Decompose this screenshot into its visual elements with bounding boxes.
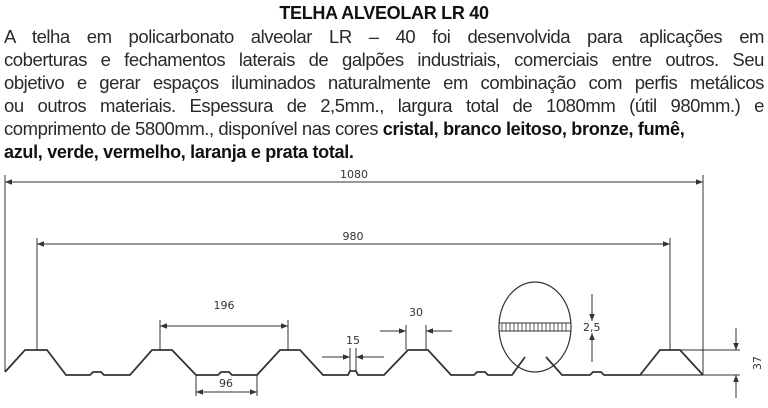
colors-list: azul, verde, vermelho, laranja e prata t… <box>4 142 354 162</box>
dim-label-15: 15 <box>346 334 360 347</box>
dim-label-1080: 1080 <box>340 168 368 181</box>
paragraph-line: objetivo e gerar espaços iluminados natu… <box>4 72 764 93</box>
dim-label-30: 30 <box>409 306 423 319</box>
paragraph-line: ou outros materiais. Espessura de 2,5mm.… <box>4 95 764 116</box>
dim-label-96: 96 <box>219 377 233 390</box>
profile-outline <box>4 349 704 376</box>
dim-label-2-5: 2,5 <box>583 321 601 334</box>
paragraph-text: comprimento de 5800mm., disponível nas c… <box>4 118 383 139</box>
page-title: TELHA ALVEOLAR LR 40 <box>279 3 489 23</box>
colors-list: cristal, branco leitoso, bronze, fumê, <box>382 119 685 139</box>
paragraph-line: A telha em policarbonato alveolar LR – 4… <box>4 26 764 47</box>
paragraph-line: azul, verde, vermelho, laranja e prata t… <box>4 141 764 163</box>
paragraph-line: coberturas e fechamentos laterais de gal… <box>4 49 764 70</box>
dim-label-980: 980 <box>343 230 364 243</box>
paragraph-line: comprimento de 5800mm., disponível nas c… <box>4 118 764 140</box>
dim-label-37: 37 <box>751 356 764 370</box>
dim-label-196: 196 <box>214 299 235 312</box>
